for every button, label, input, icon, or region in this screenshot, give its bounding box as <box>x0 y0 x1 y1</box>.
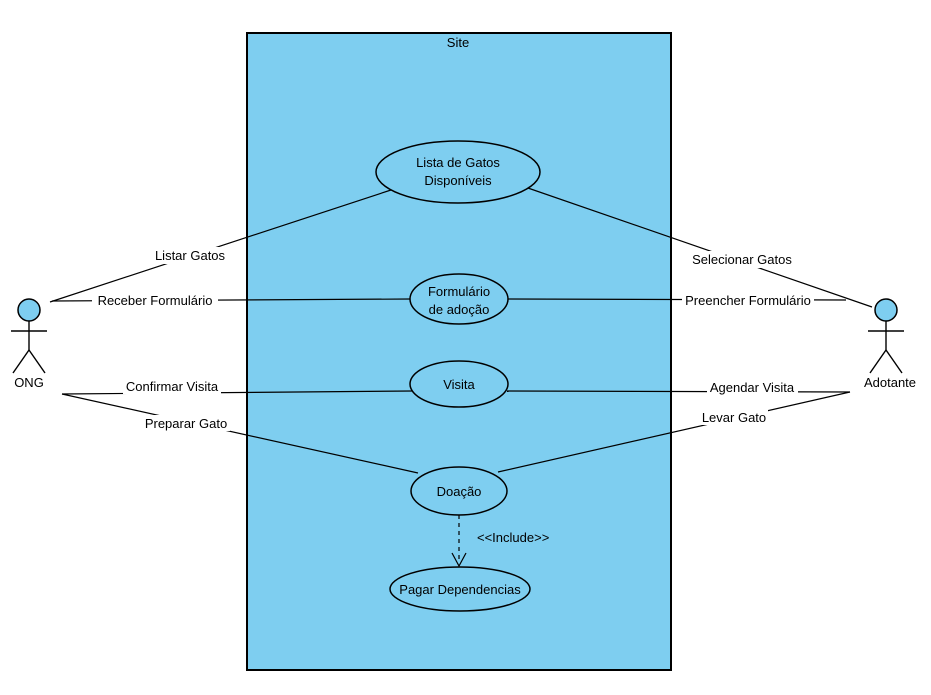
association-label-agendar-visita: Agendar Visita <box>710 380 795 395</box>
association-label-preparar-gato: Preparar Gato <box>145 416 227 431</box>
use-case-ellipse[interactable] <box>409 273 509 325</box>
label-bg-levar-gato <box>700 409 768 425</box>
system-title: Site <box>447 35 469 50</box>
label-bg-confirmar-visita <box>123 378 221 394</box>
include-relationship: <<Include>> <box>451 515 549 568</box>
system-boundary-site[interactable] <box>246 32 672 671</box>
actor-ong[interactable]: ONG <box>11 298 47 390</box>
use-case-ellipse[interactable] <box>389 566 531 612</box>
use-case-label-line1: Lista de Gatos <box>416 155 500 170</box>
actor-label-adotante: Adotante <box>864 375 916 390</box>
label-bg-agendar-visita <box>707 379 798 395</box>
actor-left-leg-icon <box>12 349 30 374</box>
association-line-selecionar-gatos <box>524 186 873 308</box>
use-case-label-line1: Formulário <box>428 284 490 299</box>
label-bg-selecionar-gatos <box>690 251 795 268</box>
actor-right-leg-icon <box>885 349 903 374</box>
actor-left-leg-icon <box>869 349 887 374</box>
include-label: <<Include>> <box>477 530 549 545</box>
association-label-selecionar-gatos: Selecionar Gatos <box>692 252 792 267</box>
association-line-preparar-gato <box>61 393 419 474</box>
actor-right-leg-icon <box>28 349 46 374</box>
system-boundary-rect[interactable] <box>246 32 672 671</box>
actor-head-icon <box>874 298 898 322</box>
use-case-label: Doação <box>437 484 482 499</box>
actor-label-ong: ONG <box>14 375 44 390</box>
use-case-formulario-adocao[interactable]: Formulário de adoção <box>409 273 509 325</box>
label-bg-receber-formulario <box>92 292 218 309</box>
label-bg-preparar-gato <box>142 415 230 431</box>
association-line-confirmar-visita <box>61 390 413 395</box>
use-case-label-line2: Disponíveis <box>424 173 492 188</box>
association-label-confirmar-visita: Confirmar Visita <box>126 379 219 394</box>
association-labels: Listar Gatos Selecionar Gatos Receber Fo… <box>92 247 814 431</box>
use-case-label: Visita <box>443 377 475 392</box>
use-case-doacao[interactable]: Doação <box>410 466 508 516</box>
label-bg-preencher-formulario <box>682 292 814 309</box>
association-label-levar-gato: Levar Gato <box>702 410 766 425</box>
use-case-lista-gatos[interactable]: Lista de Gatos Disponíveis <box>375 140 541 204</box>
include-arrowhead-icon <box>451 552 467 568</box>
use-case-pagar-dependencias[interactable]: Pagar Dependencias <box>389 566 531 612</box>
actor-adotante[interactable]: Adotante <box>864 298 916 390</box>
use-case-label-line2: de adoção <box>429 302 490 317</box>
use-case-ellipse[interactable] <box>409 360 509 408</box>
association-label-listar-gatos: Listar Gatos <box>155 248 226 263</box>
use-case-ellipse[interactable] <box>375 140 541 204</box>
association-line-levar-gato <box>497 391 851 473</box>
association-label-preencher-formulario: Preencher Formulário <box>685 293 811 308</box>
association-lines <box>49 186 873 474</box>
use-case-visita[interactable]: Visita <box>409 360 509 408</box>
use-case-label: Pagar Dependencias <box>399 582 521 597</box>
actor-head-icon <box>17 298 41 322</box>
association-label-receber-formulario: Receber Formulário <box>98 293 213 308</box>
association-line-listar-gatos <box>49 189 392 303</box>
label-bg-listar-gatos <box>148 247 233 264</box>
